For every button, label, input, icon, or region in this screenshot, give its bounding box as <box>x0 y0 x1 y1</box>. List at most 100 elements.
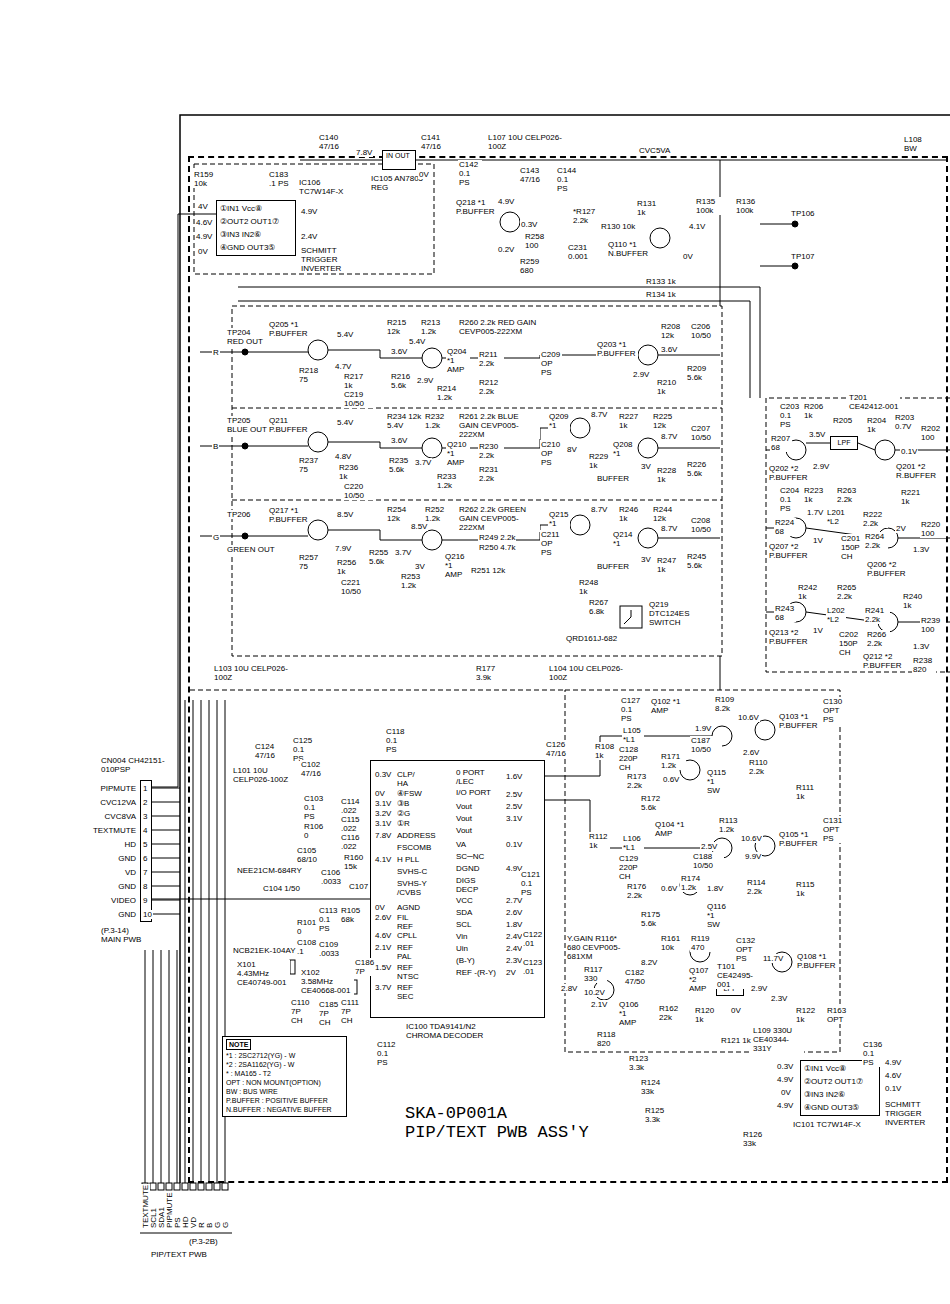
component-label: C130 OPT PS <box>822 697 848 724</box>
schematic-line <box>422 438 442 458</box>
component-label: R123 3.3k <box>628 1054 654 1072</box>
component-label: 8V <box>566 445 578 454</box>
component-label: C108 .1 <box>296 938 316 956</box>
component-label: 3.6V <box>660 345 678 354</box>
component-label: R136 100k <box>735 197 761 215</box>
component-label: R101 0 <box>296 918 316 936</box>
node-text: ④GND OUT3⑤ <box>220 241 275 254</box>
schematic-line <box>755 720 775 740</box>
component-label: 0V <box>197 247 209 256</box>
component-label: C105 68/10 <box>296 846 322 864</box>
schematic-line <box>760 224 792 225</box>
schematic-line <box>875 440 895 460</box>
component-label: 0.1V <box>900 447 918 456</box>
component-label: TP206 <box>226 510 252 519</box>
component-label: C110 7P CH <box>290 998 310 1025</box>
component-label: X101 4.43MHz CE40749-001 <box>236 960 290 987</box>
schematic-line <box>658 355 720 356</box>
component-label: C144 0.1 PS <box>556 166 580 193</box>
component-label: Q110 *1 N.BUFFER <box>607 240 649 258</box>
schematic-line <box>500 212 520 232</box>
component-label: R252 1.2k <box>424 505 450 523</box>
component-label: ①R <box>396 819 411 828</box>
component-label: Q208 *1 <box>612 440 634 458</box>
component-label: R159 10k <box>193 170 217 188</box>
component-label: 0V <box>374 789 386 798</box>
component-label: L202 *L2 <box>826 606 846 624</box>
component-label: SCL <box>455 920 473 929</box>
component-label: CVC8VA <box>104 812 137 821</box>
schematic-line <box>300 160 382 161</box>
schematic-line <box>290 960 295 974</box>
component-label: Uin <box>455 944 469 953</box>
component-label: 9 <box>142 896 148 905</box>
component-label: C131 OPT PS <box>822 816 848 843</box>
component-label: Q104 *1 AMP <box>654 820 692 838</box>
schematic-line <box>198 1183 204 1190</box>
component-label: C116 .022 <box>340 833 362 851</box>
component-label: SVHS-C <box>396 867 428 876</box>
schematic-line <box>620 606 642 628</box>
component-label: 7.8V <box>355 148 373 157</box>
component-label: Y.GAIN R116* 680 CEVP005-681XM <box>566 934 628 961</box>
component-label: G <box>221 1221 230 1229</box>
component-label: 5.4V <box>408 337 426 346</box>
component-label: TP106 <box>790 209 816 218</box>
component-label: R115 1k <box>795 880 817 898</box>
component-label: R250 4.7k <box>478 543 516 552</box>
node-text: ③IN3 IN2⑥ <box>220 228 261 241</box>
component-label: R220 100 <box>920 520 946 538</box>
component-label: R251 12k <box>470 566 506 575</box>
component-label: FSCOMB <box>396 843 432 852</box>
component-label: R237 75 <box>298 456 322 474</box>
component-label: 2.1V <box>590 1000 608 1009</box>
component-label: R259 680 <box>519 257 543 275</box>
schematic-line <box>720 656 721 690</box>
component-label: C129 220P CH <box>618 854 644 881</box>
schematic-line <box>238 301 750 398</box>
component-label: 8.7V <box>590 410 608 419</box>
schematic-line <box>638 345 658 365</box>
schematic-line <box>177 950 178 1183</box>
component-label: 0V <box>780 1088 792 1097</box>
component-label: R258 100 <box>524 232 548 250</box>
component-label: R212 2.2k <box>478 378 504 396</box>
component-label: L108 BW <box>903 135 927 153</box>
component-label: 3.6V <box>390 347 408 356</box>
component-label: C187 10/50 <box>690 736 722 754</box>
schematic-line <box>193 700 194 1183</box>
schematic-line <box>242 443 248 449</box>
schematic-line <box>792 221 798 227</box>
note-box: NOTE*1 : 2SC2712(YG) - W*2 : 2SA1162(YG)… <box>222 1036 347 1117</box>
component-label: BUFFER <box>596 562 630 571</box>
schematic-line <box>152 802 180 803</box>
component-label: ADDRESS <box>396 831 437 840</box>
component-label: R240 1k <box>902 592 924 610</box>
component-label: R255 5.6k <box>368 548 394 566</box>
component-label: 10.6V <box>737 713 760 722</box>
component-label: R228 1k <box>656 466 678 484</box>
component-label: R134 1k <box>645 290 677 299</box>
schematic-line <box>182 1183 188 1190</box>
component-label: R247 1k <box>656 556 678 574</box>
node-text: CN004 CH42151-010PSP <box>101 757 171 775</box>
component-label: 2.9V <box>812 462 830 471</box>
component-label: 0V <box>418 170 430 179</box>
component-label: PIPMUTE <box>99 784 137 793</box>
component-label: C203 0.1 PS <box>779 402 801 429</box>
component-label: R117 330 <box>583 965 607 983</box>
component-label: ④FSW <box>396 789 423 798</box>
component-label: 4.9V <box>497 197 515 206</box>
component-label: R215 12k <box>386 318 410 336</box>
component-label: 8.7V <box>590 505 608 514</box>
schematic-line <box>792 263 798 269</box>
component-label: R264 2.2k <box>864 532 888 550</box>
component-label: Q202 *2 P.BUFFER <box>768 464 810 482</box>
component-label: 3 <box>142 812 148 821</box>
component-label: C107 <box>348 882 369 891</box>
component-label: 4.6V <box>884 1071 902 1080</box>
component-label: R265 2.2k <box>836 583 860 601</box>
component-label: C141 47/16 <box>420 133 452 151</box>
component-label: Q214 *1 <box>612 530 634 548</box>
